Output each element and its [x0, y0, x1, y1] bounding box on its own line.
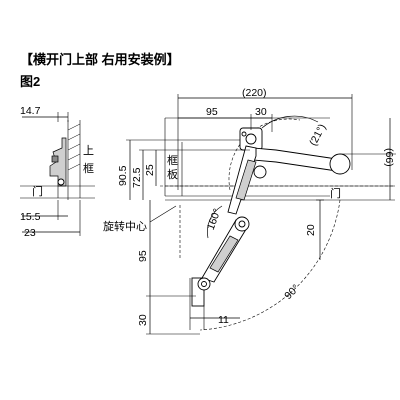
diagram-title: 【横开门上部 右用安装例】	[20, 52, 180, 67]
dim-23: 23	[24, 227, 36, 239]
label-panel-lower: 板	[167, 167, 178, 181]
dim-72-5: 72.5	[131, 167, 143, 188]
main-drawing: (220) 95 30 (21°) (66) 90.5 72.5 25 框 板 …	[103, 87, 396, 335]
dim-30-left: 30	[137, 314, 149, 326]
door-swing-arc	[199, 199, 341, 331]
dim-220: (220)	[242, 87, 267, 99]
dim-95-left: 95	[137, 250, 149, 262]
label-frame-upper: 上	[83, 144, 94, 157]
frame-hatch	[67, 123, 81, 171]
mount-screw	[51, 155, 59, 163]
left-detail: 14.7 15.5 23 门 上 框	[20, 105, 95, 239]
label-frame-lower: 框	[83, 162, 94, 175]
dim-20: 20	[305, 224, 317, 236]
label-pivot-center: 旋转中心	[103, 219, 147, 233]
dim-90-5: 90.5	[117, 165, 129, 186]
dim-25: 25	[144, 164, 156, 176]
dim-90-angle: 90°	[282, 282, 302, 302]
dim-160-angle: 160°	[205, 207, 224, 232]
dim-95-top: 95	[206, 106, 218, 118]
dim-15-5: 15.5	[20, 211, 41, 223]
label-door-left: 门	[32, 184, 43, 198]
dim-11: 11	[218, 314, 229, 326]
label-panel-upper: 框	[167, 154, 178, 167]
upper-pivot	[245, 133, 257, 145]
dim-21-angle: (21°)	[307, 122, 328, 148]
figure-number: 图2	[20, 74, 40, 89]
dim-30-top: 30	[255, 106, 267, 118]
dim-66: (66)	[383, 148, 395, 167]
dim-14-7: 14.7	[20, 105, 41, 117]
arm-closed-end	[329, 153, 351, 175]
label-door-right: 门	[330, 186, 341, 200]
